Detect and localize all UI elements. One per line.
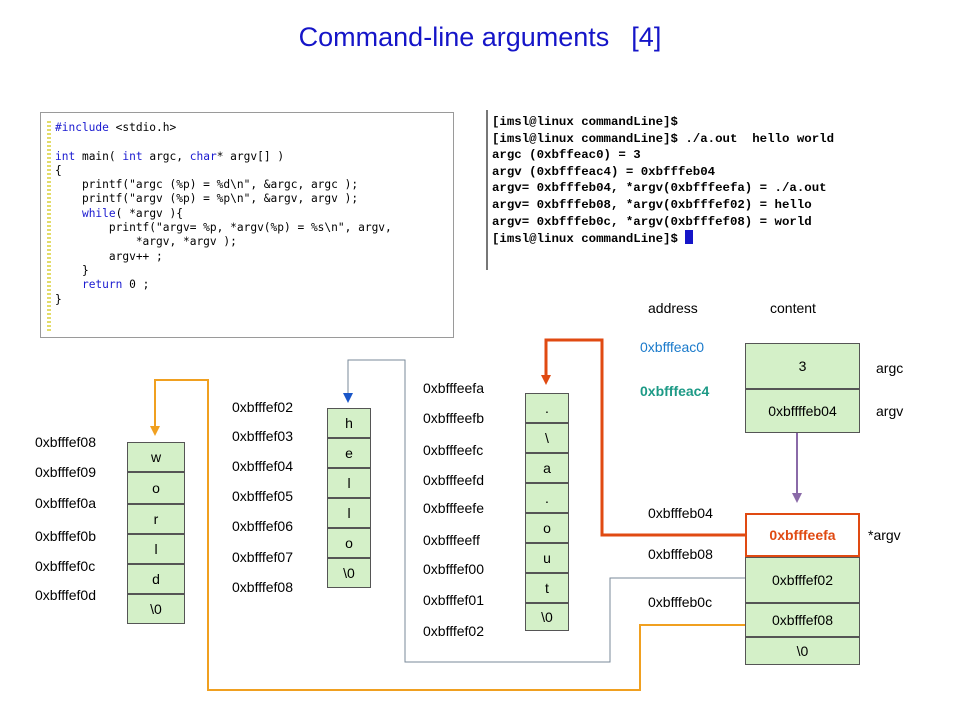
aout-char-cell: a <box>525 453 569 483</box>
code-line: printf("argv (%p) = %p\n", &argv, argv )… <box>55 192 359 206</box>
world-char-cell: w <box>127 442 185 472</box>
terminal-line: [imsl@linux commandLine]$ ./a.out hello … <box>492 131 835 146</box>
hello-address: 0xbfffef08 <box>232 579 293 595</box>
code-line: printf("argc (%p) = %d\n", &argc, argc )… <box>55 178 359 192</box>
code-line: } <box>55 263 89 277</box>
hello-address: 0xbfffef05 <box>232 488 293 504</box>
argv-array-cell-0: 0xbfffeefa <box>745 513 860 557</box>
argv-label: argv <box>876 403 904 419</box>
hello-char-cell: o <box>327 528 371 558</box>
code-line: *argv, *argv ); <box>55 235 237 249</box>
code-line: int main( int argc, char* argv[] ) <box>55 149 285 163</box>
content-header: content <box>770 300 816 316</box>
argv-array-cell-1: 0xbfffef02 <box>745 557 860 603</box>
world-address: 0xbfffef0a <box>35 495 96 511</box>
world-char-cell: l <box>127 534 185 564</box>
world-address: 0xbfffef0c <box>35 558 96 574</box>
aout-address: 0xbfffef02 <box>423 623 484 639</box>
aout-char-cell: . <box>525 393 569 423</box>
terminal-output: [imsl@linux commandLine]$ [imsl@linux co… <box>486 110 910 270</box>
code-line: printf("argv= %p, *argv(%p) = %s\n", arg… <box>55 221 392 235</box>
hello-address: 0xbfffef02 <box>232 399 293 415</box>
argv-array-address: 0xbfffeb08 <box>648 546 713 562</box>
deref-argv-label: *argv <box>868 527 901 543</box>
code-listing: #include <stdio.h> int main( int argc, c… <box>55 121 392 307</box>
aout-char-cell: o <box>525 513 569 543</box>
code-line: } <box>55 292 62 306</box>
hello-char-cell: e <box>327 438 371 468</box>
world-char-cell: \0 <box>127 594 185 624</box>
argv-array-cell-null: \0 <box>745 637 860 665</box>
code-gutter <box>47 121 51 331</box>
aout-char-cell: \ <box>525 423 569 453</box>
world-address: 0xbfffef08 <box>35 434 96 450</box>
title-number: [4] <box>631 22 662 52</box>
world-char-cell: r <box>127 504 185 534</box>
world-char-cell: o <box>127 472 185 504</box>
terminal-cursor <box>685 230 694 245</box>
title-text: Command-line arguments <box>298 22 610 52</box>
aout-address: 0xbfffeeff <box>423 532 480 548</box>
world-address: 0xbfffef09 <box>35 464 96 480</box>
terminal-line: [imsl@linux commandLine]$ <box>492 115 678 129</box>
terminal-border <box>486 110 488 270</box>
argv-array-cell-2: 0xbfffef08 <box>745 603 860 637</box>
aout-char-cell: t <box>525 573 569 603</box>
aout-char-cell: \0 <box>525 603 569 631</box>
slide-title: Command-line arguments [4] <box>0 22 960 53</box>
code-line: return 0 ; <box>81 278 150 292</box>
hello-char-cell: l <box>327 498 371 528</box>
argv-array-address: 0xbfffeb0c <box>648 594 713 610</box>
terminal-line: argv= 0xbfffeb04, *argv(0xbfffeefa) = ./… <box>492 181 827 196</box>
aout-address: 0xbfffef01 <box>423 592 484 608</box>
aout-address: 0xbfffeefb <box>423 410 484 426</box>
argc-address: 0xbfffeac0 <box>640 339 705 355</box>
world-pointer-arrow <box>150 379 745 691</box>
terminal-line: argc (0xbffeac0) = 3 <box>492 148 641 163</box>
hello-pointer-arrow <box>343 359 745 663</box>
aout-address: 0xbfffef00 <box>423 561 484 577</box>
world-char-cell: d <box>127 564 185 594</box>
aout-address: 0xbfffeefe <box>423 500 484 516</box>
hello-address: 0xbfffef06 <box>232 518 293 534</box>
code-line: { <box>55 163 62 177</box>
argv-address: 0xbfffeac4 <box>640 383 710 399</box>
terminal-line: argv= 0xbfffeb0c, *argv(0xbfffef08) = wo… <box>492 214 812 229</box>
aout-address: 0xbfffeefc <box>423 442 484 458</box>
aout-char-cell: . <box>525 483 569 513</box>
hello-char-cell: l <box>327 468 371 498</box>
hello-char-cell: \0 <box>327 558 371 588</box>
hello-address: 0xbfffef04 <box>232 458 293 474</box>
hello-address: 0xbfffef03 <box>232 428 293 444</box>
world-address: 0xbfffef0d <box>35 587 96 603</box>
code-line: while( *argv ){ <box>81 206 183 220</box>
code-line: argv++ ; <box>55 249 163 263</box>
address-header: address <box>648 300 698 316</box>
terminal-line: argv (0xbfffeac4) = 0xbfffeb04 <box>492 164 716 179</box>
hello-address: 0xbfffef07 <box>232 549 293 565</box>
aout-address: 0xbfffeefa <box>423 380 484 396</box>
argc-label: argc <box>876 360 904 376</box>
argv-cell: 0xbffffeb04 <box>745 389 860 433</box>
code-panel: #include <stdio.h> int main( int argc, c… <box>40 112 454 338</box>
argc-cell: 3 <box>745 343 860 389</box>
argv-array-address: 0xbfffeb04 <box>648 505 713 521</box>
code-line: #include <stdio.h> <box>55 121 177 134</box>
world-address: 0xbfffef0b <box>35 528 96 544</box>
aout-address: 0xbfffeefd <box>423 472 484 488</box>
hello-char-cell: h <box>327 408 371 438</box>
aout-pointer-arrow <box>541 338 745 537</box>
aout-char-cell: u <box>525 543 569 573</box>
terminal-line: argv= 0xbfffeb08, *argv(0xbfffef02) = he… <box>492 197 812 212</box>
terminal-line: [imsl@linux commandLine]$ <box>492 232 686 247</box>
terminal-text: [imsl@linux commandLine]$ [imsl@linux co… <box>492 114 834 248</box>
